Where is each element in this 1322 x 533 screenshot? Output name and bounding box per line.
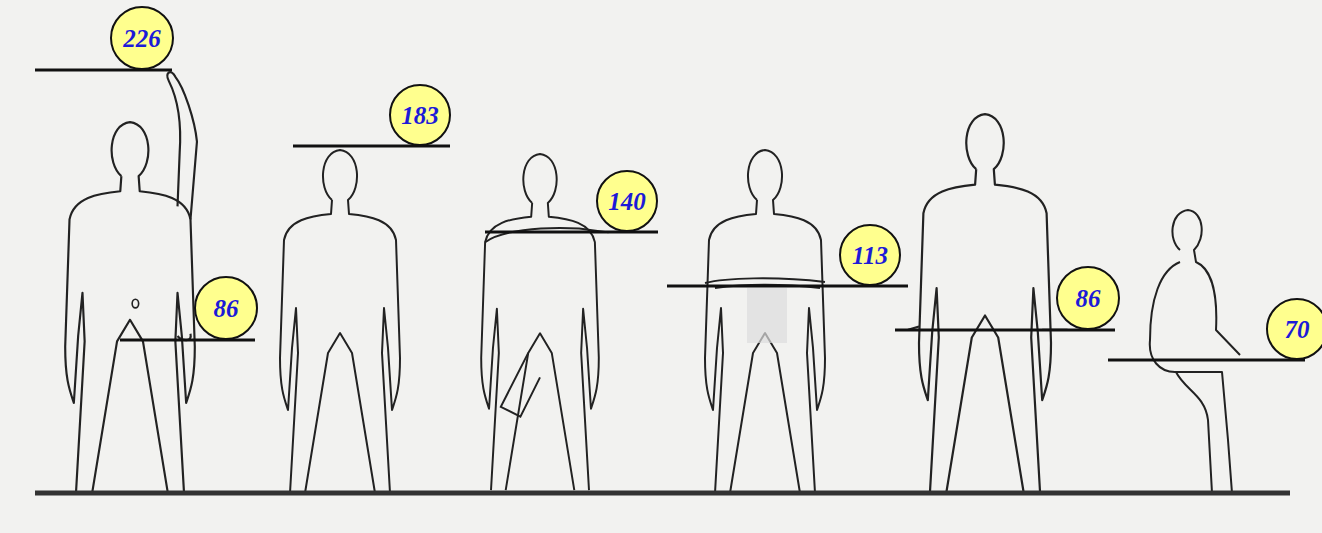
callout-circle: 140 [596,170,658,232]
callout-number: 226 [123,26,161,51]
callout-circle: 226 [110,6,174,70]
human-figure [280,150,400,493]
ground-line [35,491,1290,496]
callout-number: 70 [1285,317,1310,342]
human-figure [908,114,1068,491]
seated-figure [1150,210,1240,493]
shelf-line [35,70,1305,360]
callout-number: 140 [608,189,646,214]
callout-number: 183 [401,103,439,128]
human-figure [65,72,197,493]
callout-circle: 183 [389,84,451,146]
callout-circle: 70 [1266,298,1322,360]
callout-number: 86 [214,296,239,321]
callout-circle: 113 [839,224,901,286]
callout-circle: 86 [1056,266,1120,330]
human-figure [481,154,608,490]
human-figure [705,150,825,493]
callout-number: 86 [1076,286,1101,311]
callout-number: 113 [852,243,888,268]
callout-circle: 86 [194,276,258,340]
